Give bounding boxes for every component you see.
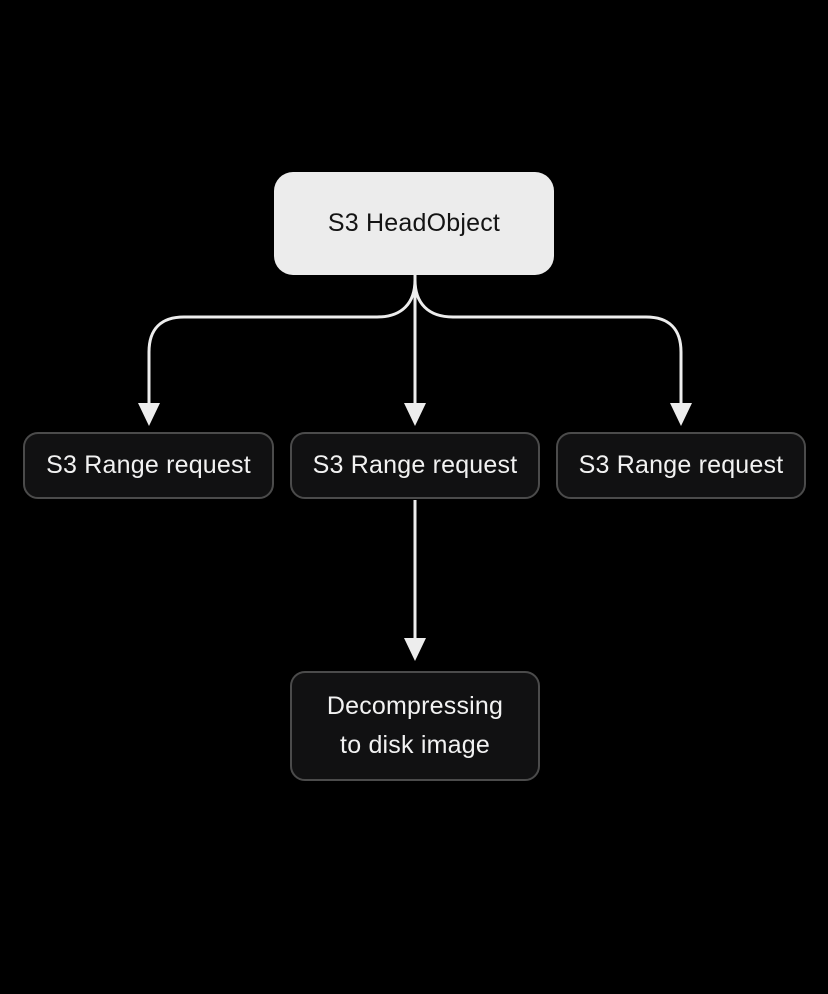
edge-head-to-range1 [138, 275, 417, 426]
node-label: S3 HeadObject [327, 209, 501, 237]
node-decompressing-to-disk-image: Decompressing to disk image [290, 671, 540, 781]
node-s3-headobject: S3 HeadObject [274, 172, 554, 275]
arrowhead-down-icon [138, 403, 160, 426]
arrowhead-down-icon [670, 403, 692, 426]
node-s3-range-request-2: S3 Range request [290, 432, 540, 499]
edge-head-to-range2 [404, 275, 426, 426]
node-s3-range-request-1: S3 Range request [23, 432, 274, 499]
node-label: S3 Range request [578, 451, 784, 479]
edge-head-to-range3 [413, 275, 692, 426]
node-label: S3 Range request [46, 451, 251, 479]
node-label: S3 Range request [312, 451, 518, 479]
edge-range2-to-decompress [404, 500, 426, 661]
node-label-line-1: Decompressing [326, 692, 504, 720]
node-label-line-2: to disk image [340, 731, 490, 759]
node-s3-range-request-3: S3 Range request [556, 432, 806, 499]
arrowhead-down-icon [404, 638, 426, 661]
arrowhead-down-icon [404, 403, 426, 426]
